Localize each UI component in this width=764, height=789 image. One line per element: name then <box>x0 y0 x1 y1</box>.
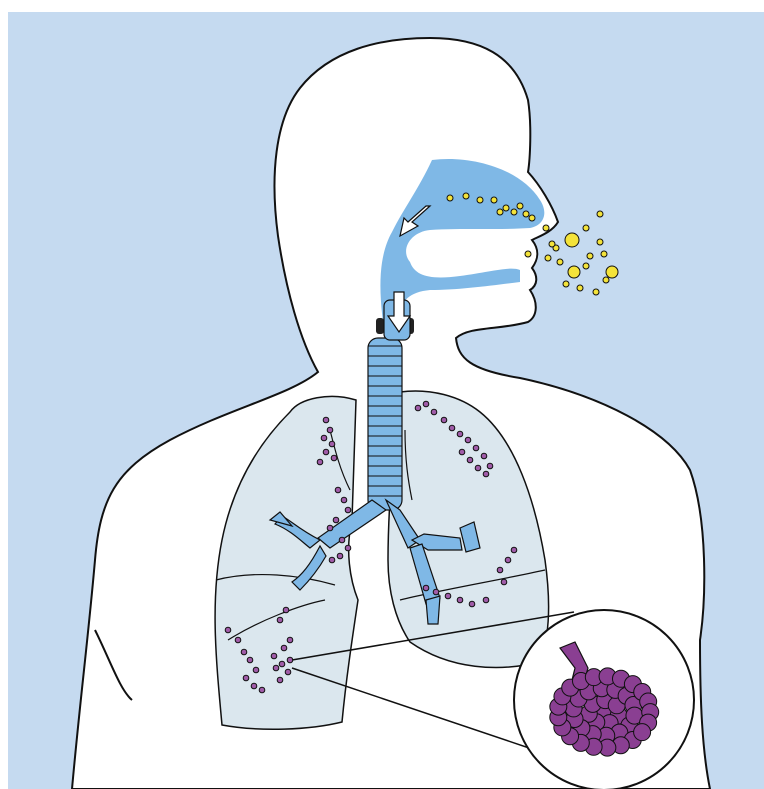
deposited-particle <box>441 417 447 423</box>
deposited-particle <box>243 675 249 681</box>
deposited-particle <box>273 665 279 671</box>
deposited-particle <box>433 589 439 595</box>
deposited-particle <box>457 431 463 437</box>
inhaled-particle <box>543 225 549 231</box>
deposited-particle <box>329 557 335 563</box>
inhaled-particle <box>447 195 453 201</box>
deposited-particle <box>327 427 333 433</box>
deposited-particle <box>279 661 285 667</box>
inhaled-particle <box>568 266 580 278</box>
inhaled-particle <box>525 251 531 257</box>
deposited-particle <box>501 579 507 585</box>
trachea-tube <box>368 338 402 510</box>
deposited-particle <box>449 425 455 431</box>
deposited-particle <box>277 617 283 623</box>
inhaled-particle <box>557 259 563 265</box>
inhaled-particle <box>563 281 569 287</box>
deposited-particle <box>465 437 471 443</box>
inhaled-particle <box>583 263 589 269</box>
deposited-particle <box>457 597 463 603</box>
deposited-particle <box>321 435 327 441</box>
inhaled-particle <box>597 239 603 245</box>
deposited-particle <box>483 597 489 603</box>
inhaled-particle <box>491 197 497 203</box>
inhaled-particle <box>497 209 503 215</box>
inhaled-particle <box>577 285 583 291</box>
deposited-particle <box>317 459 323 465</box>
deposited-particle <box>287 637 293 643</box>
deposited-particle <box>467 457 473 463</box>
deposited-particle <box>345 545 351 551</box>
deposited-particle <box>337 553 343 559</box>
deposited-particle <box>259 687 265 693</box>
deposited-particle <box>487 463 493 469</box>
inhaled-particle <box>529 215 535 221</box>
deposited-particle <box>497 567 503 573</box>
inhaled-particle <box>606 266 618 278</box>
deposited-particle <box>459 449 465 455</box>
deposited-particle <box>469 601 475 607</box>
larynx-cartilage-left <box>376 318 384 334</box>
inhaled-particle <box>603 277 609 283</box>
deposited-particle <box>329 441 335 447</box>
inhaled-particle <box>463 193 469 199</box>
deposited-particle <box>247 657 253 663</box>
inhaled-particle <box>523 211 529 217</box>
deposited-particle <box>327 525 333 531</box>
deposited-particle <box>285 669 291 675</box>
deposited-particle <box>481 453 487 459</box>
inhaled-particle <box>601 251 607 257</box>
deposited-particle <box>335 487 341 493</box>
deposited-particle <box>339 537 345 543</box>
deposited-particle <box>473 445 479 451</box>
deposited-particle <box>253 667 259 673</box>
deposited-particle <box>235 637 241 643</box>
deposited-particle <box>323 417 329 423</box>
inhaled-particle <box>583 225 589 231</box>
deposited-particle <box>331 455 337 461</box>
deposited-particle <box>445 593 451 599</box>
deposited-particle <box>483 471 489 477</box>
deposited-particle <box>277 677 283 683</box>
inhaled-particle <box>565 233 579 247</box>
deposited-particle <box>225 627 231 633</box>
deposited-particle <box>423 401 429 407</box>
inhaled-particle <box>503 205 509 211</box>
deposited-particle <box>511 547 517 553</box>
deposited-particle <box>281 645 287 651</box>
trachea <box>368 338 402 510</box>
deposited-particle <box>271 653 277 659</box>
deposited-particle <box>341 497 347 503</box>
deposited-particle <box>345 507 351 513</box>
deposited-particle <box>287 657 293 663</box>
inhaled-particle <box>477 197 483 203</box>
inhaled-particle <box>549 241 555 247</box>
inhaled-particle <box>545 255 551 261</box>
deposited-particle <box>415 405 421 411</box>
deposited-particle <box>431 409 437 415</box>
deposited-particle <box>323 449 329 455</box>
inhaled-particle <box>511 209 517 215</box>
deposited-particle <box>241 649 247 655</box>
deposited-particle <box>283 607 289 613</box>
deposited-particle <box>333 517 339 523</box>
deposited-particle <box>251 683 257 689</box>
inhaled-particle <box>587 253 593 259</box>
inhaled-particle <box>593 289 599 295</box>
deposited-particle <box>423 585 429 591</box>
alveolus <box>634 724 651 741</box>
deposited-particle <box>475 465 481 471</box>
deposited-particle <box>505 557 511 563</box>
inhaled-particle <box>597 211 603 217</box>
inhaled-particle <box>517 203 523 209</box>
